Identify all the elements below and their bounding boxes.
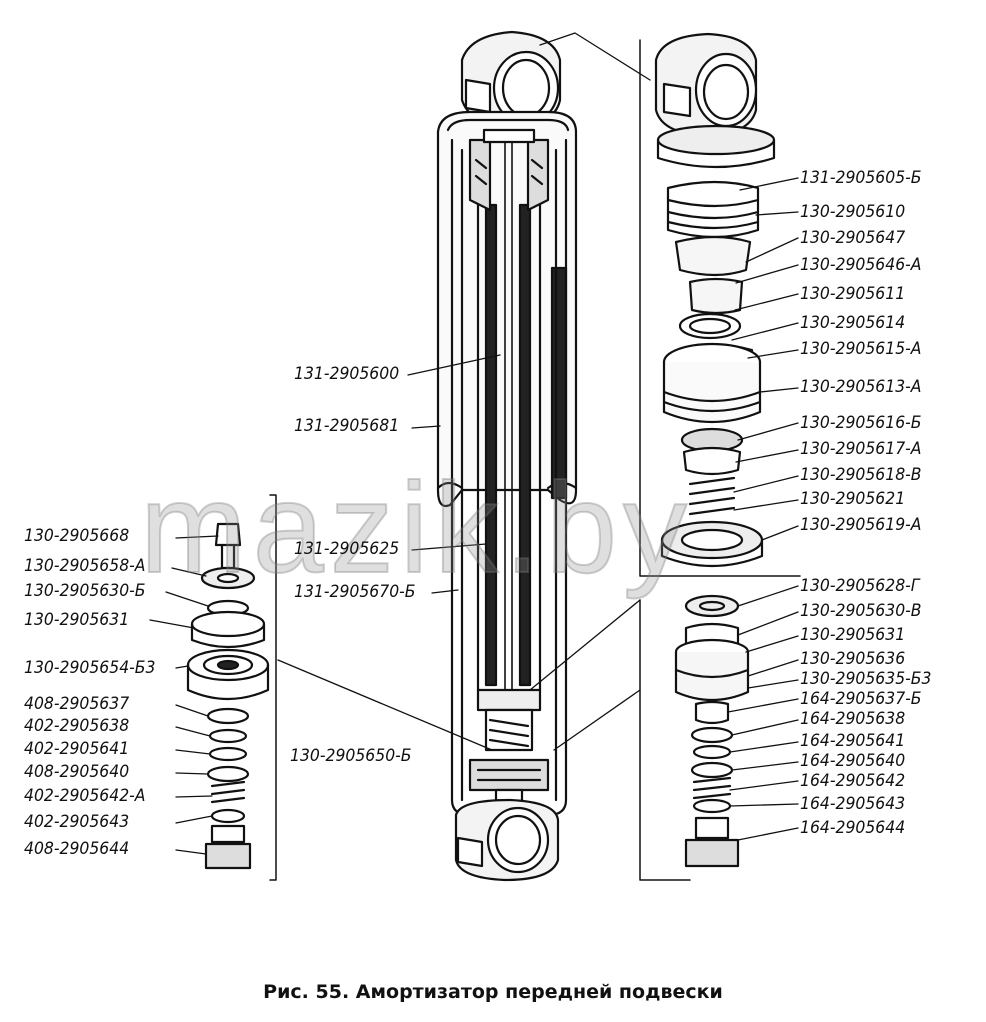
label-lower-valve: 130-2905650-Б [290, 746, 412, 766]
label-left-8: 402-2905641 [24, 739, 130, 759]
label-top-right-2: 130-2905610 [800, 202, 906, 222]
label-bottom-right-11: 164-2905643 [800, 794, 906, 814]
label-rod: 131-2905600 [294, 364, 400, 384]
label-left-9: 408-2905640 [24, 762, 130, 782]
label-left-11: 402-2905643 [24, 812, 130, 832]
upper-washer [656, 124, 776, 169]
label-left-10: 402-2905642-А [24, 786, 146, 806]
figure-caption: Рис. 55. Амортизатор передней подвески [263, 981, 723, 1003]
label-bottom-right-3: 130-2905631 [800, 625, 906, 645]
label-bottom-right-1: 130-2905628-Г [800, 576, 920, 596]
seal-holder [666, 180, 760, 315]
base-plate [660, 520, 764, 568]
nut-left [204, 842, 252, 870]
lower-valve-assembly [468, 688, 550, 810]
label-left-4: 130-2905631 [24, 610, 130, 630]
nut-right [684, 838, 740, 868]
label-tube: 131-2905625 [294, 539, 400, 559]
label-left-2: 130-2905658-А [24, 556, 146, 576]
upper-eye-exploded [654, 32, 758, 138]
piston-body [662, 342, 762, 424]
washer-top [684, 594, 740, 618]
label-top-right-6: 130-2905614 [800, 313, 906, 333]
lower-mounting-eye [454, 798, 560, 882]
upper-exploded-view [639, 32, 801, 577]
rod-guide [468, 128, 550, 212]
label-left-6: 408-2905637 [24, 694, 130, 714]
lower-right-exploded-view [639, 594, 750, 881]
label-left-12: 408-2905644 [24, 839, 130, 859]
valve-stack [680, 427, 744, 516]
label-top-right-1: 131-2905605-Б [800, 168, 922, 188]
label-bottom-right-5: 130-2905635-Б3 [800, 669, 932, 689]
guide-ring [678, 312, 742, 340]
label-bottom-right-7: 164-2905638 [800, 709, 906, 729]
label-top-right-13: 130-2905619-А [800, 515, 922, 535]
label-bottom-right-6: 164-2905637-Б [800, 689, 922, 709]
label-top-right-12: 130-2905621 [800, 489, 906, 509]
label-reservoir: 131-2905670-Б [294, 582, 416, 602]
label-bottom-right-8: 164-2905641 [800, 731, 906, 751]
label-left-7: 402-2905638 [24, 716, 130, 736]
connector-lines [149, 32, 799, 855]
label-bottom-right-10: 164-2905642 [800, 771, 906, 791]
upper-mounting-eye [460, 30, 562, 130]
label-top-right-11: 130-2905618-В [800, 465, 922, 485]
label-top-right-5: 130-2905611 [800, 284, 906, 304]
label-top-right-10: 130-2905617-А [800, 439, 922, 459]
label-top-right-7: 130-2905615-А [800, 339, 922, 359]
label-top-right-9: 130-2905616-Б [800, 413, 922, 433]
main-shock-absorber [436, 30, 578, 882]
label-top-right-3: 130-2905647 [800, 228, 906, 248]
label-bottom-right-9: 164-2905640 [800, 751, 906, 771]
label-top-right-4: 130-2905646-А [800, 255, 922, 275]
label-casing: 131-2905681 [294, 416, 400, 436]
label-bottom-right-2: 130-2905630-В [800, 601, 922, 621]
label-bottom-right-4: 130-2905636 [800, 649, 906, 669]
bolt-head [214, 522, 242, 547]
label-left-1: 130-2905668 [24, 526, 130, 546]
label-top-right-8: 130-2905613-А [800, 377, 922, 397]
label-left-3: 130-2905630-Б [24, 581, 146, 601]
label-left-5: 130-2905654-Б3 [24, 658, 156, 678]
label-bottom-right-12: 164-2905644 [800, 818, 906, 838]
left-exploded-view [186, 494, 277, 881]
